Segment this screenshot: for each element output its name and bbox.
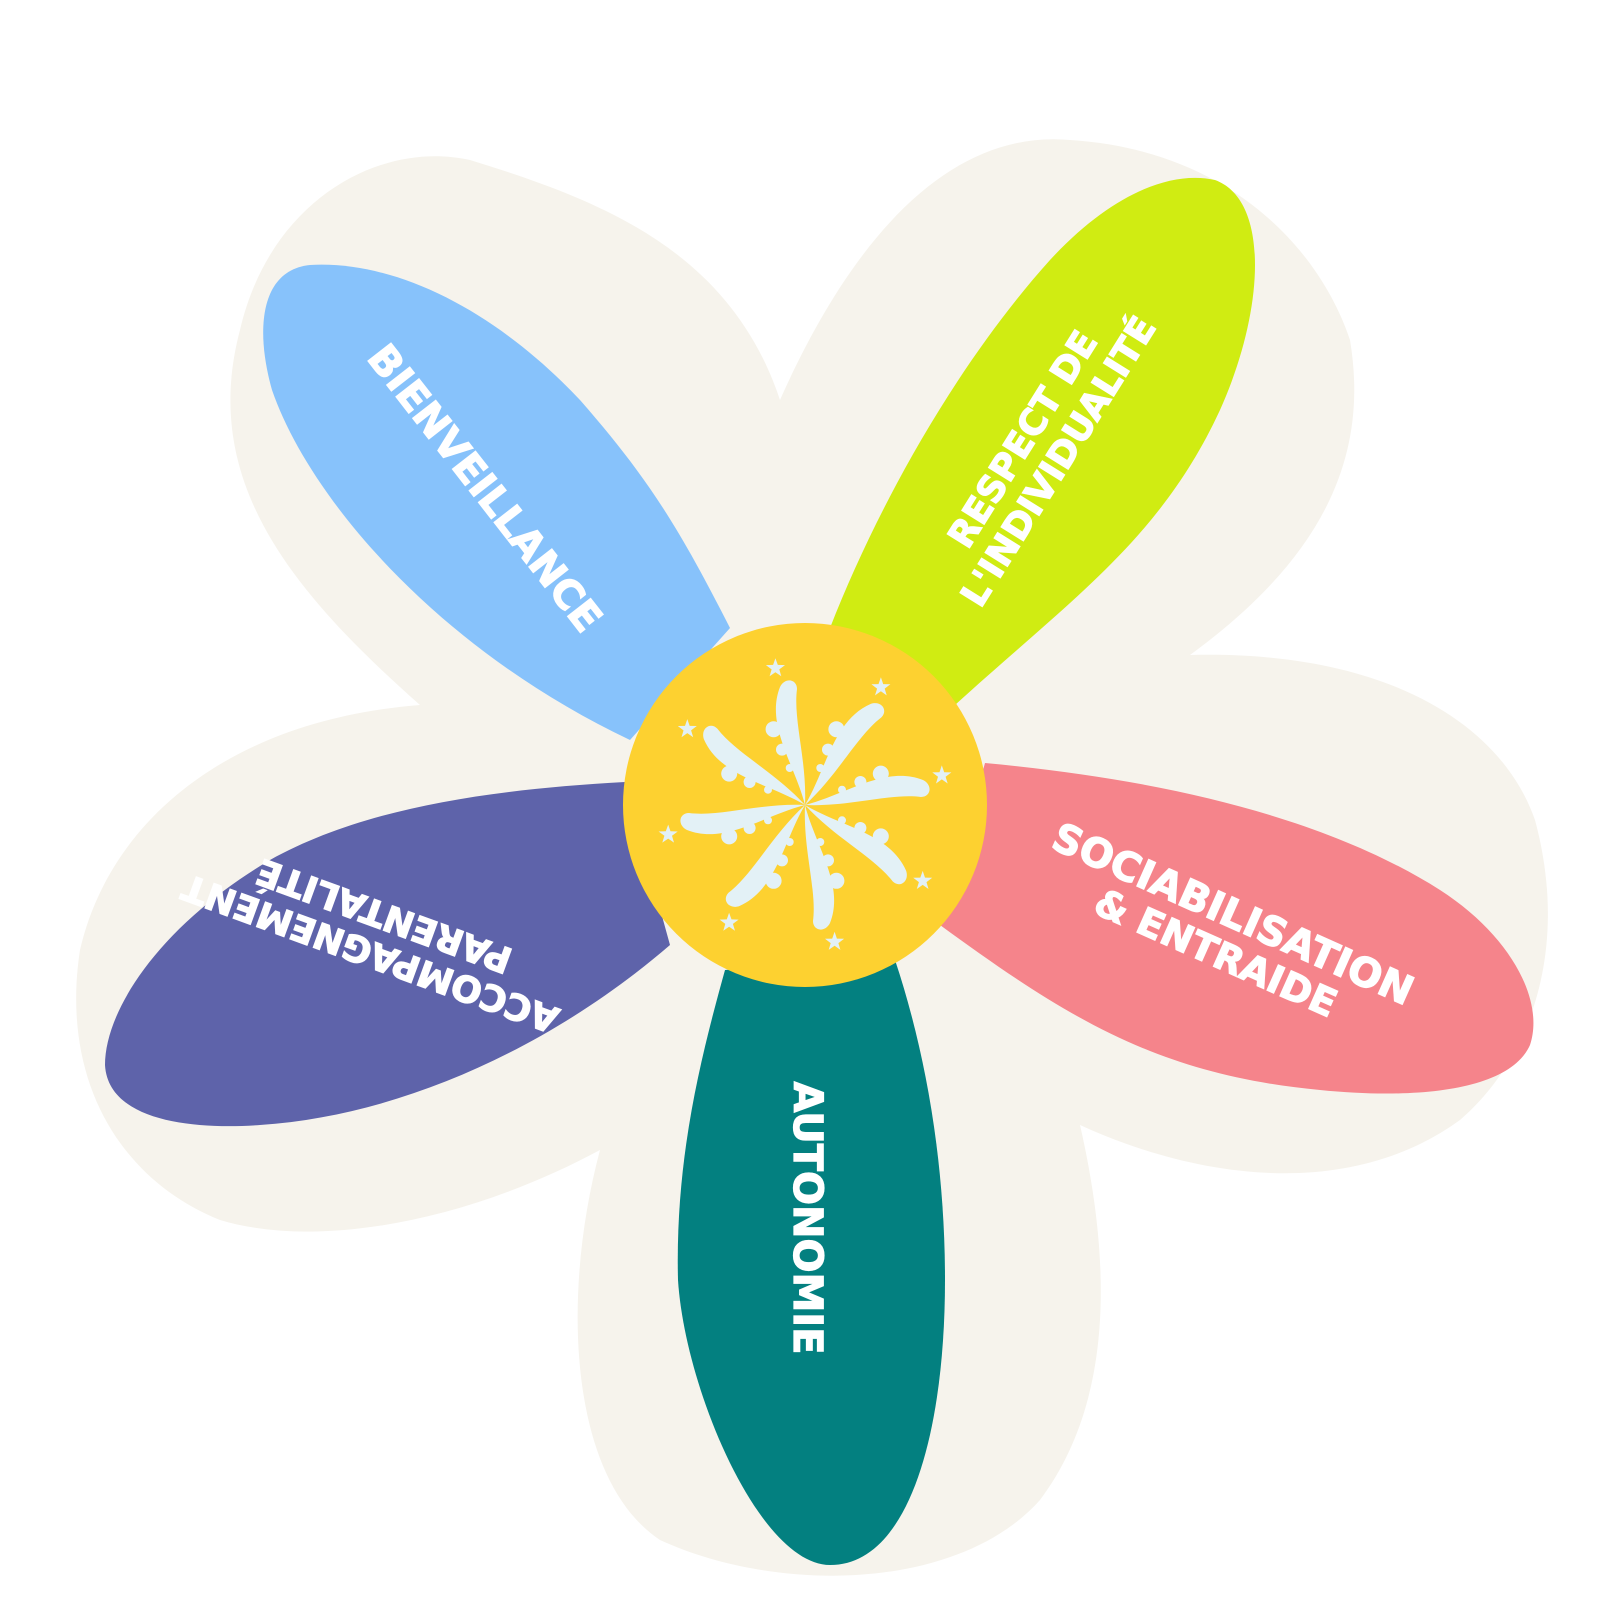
burst-star <box>871 677 891 696</box>
burst-star <box>719 912 739 931</box>
burst-swirl <box>805 703 885 805</box>
petal-respect[interactable] <box>830 177 1255 706</box>
burst-star <box>765 658 785 677</box>
burst-star <box>658 824 678 843</box>
burst-swirl <box>680 804 805 835</box>
burst-swirl <box>805 805 907 885</box>
fireworks-burst-icon <box>658 658 952 950</box>
petal-bienveillance[interactable] <box>263 264 730 740</box>
burst-dot <box>776 743 788 756</box>
petal-autonomie[interactable] <box>677 960 945 1565</box>
burst-swirl <box>703 725 805 805</box>
label-autonomie-line-1: AUTONOMIE <box>784 1082 830 1355</box>
burst-swirl <box>804 805 835 930</box>
burst-dot <box>785 764 794 772</box>
burst-swirl <box>775 680 806 805</box>
petal-accompagnement[interactable] <box>105 782 670 1127</box>
petal-sociabilisation[interactable] <box>940 763 1534 1094</box>
burst-star <box>677 719 697 738</box>
burst-swirl <box>725 805 805 907</box>
label-autonomie: AUTONOMIE <box>783 1081 830 1355</box>
burst-dot <box>765 721 782 738</box>
burst-star <box>932 765 952 784</box>
burst-star <box>825 931 845 950</box>
burst-star <box>913 870 933 889</box>
burst-swirl <box>805 775 930 806</box>
